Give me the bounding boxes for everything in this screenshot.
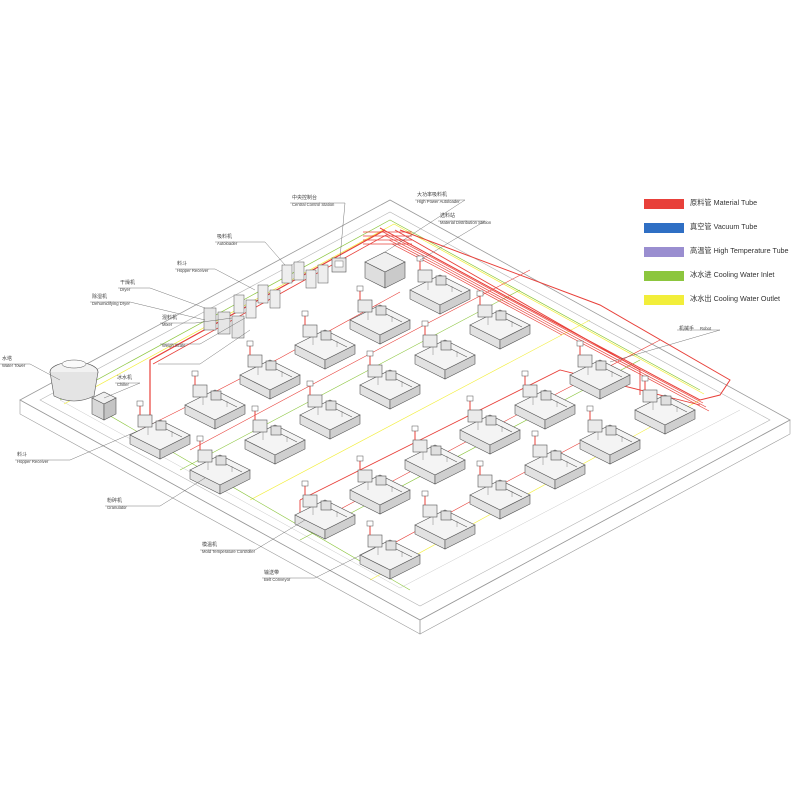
legend-swatch xyxy=(644,247,684,257)
chiller-unit xyxy=(91,391,117,421)
imm-unit xyxy=(414,490,476,550)
central-control-label-zh: 中央控制台 xyxy=(292,194,317,201)
imm-unit xyxy=(634,375,696,435)
leader-lines xyxy=(0,199,721,579)
high-power-autoloader-label-zh: 大功率吸料机 xyxy=(417,191,447,198)
dryer-label-zh: 干燥机 xyxy=(120,279,135,286)
legend-swatch xyxy=(644,223,684,233)
mold-temperature-label-en: Mold Temperature Controller xyxy=(202,549,256,554)
legend-label-zh: 原料管 xyxy=(690,198,712,207)
injection-molding-machines xyxy=(129,255,696,580)
water-tower-label-zh: 水塔 xyxy=(2,355,12,362)
legend-label-en: Material Tube xyxy=(713,198,758,207)
autoloader-label-zh: 吸料机 xyxy=(217,233,232,240)
imm-unit xyxy=(469,290,531,350)
legend-label-zh: 高温管 xyxy=(690,246,712,255)
imm-unit xyxy=(359,350,421,410)
legend-label-en: Vacuum Tube xyxy=(713,222,758,231)
material-distribution-label-zh: 选料站 xyxy=(440,212,455,219)
equipment-labels: 中央控制台 Central Control Station 大功率吸料机 Hig… xyxy=(2,191,712,582)
imm-unit xyxy=(294,480,356,540)
legend-item: 真空管 Vacuum Tube xyxy=(644,220,800,238)
legend-label-zh: 冰水进 xyxy=(690,270,712,279)
hopper-receiver-top-label-zh: 料斗 xyxy=(177,260,187,267)
central-control-label-en: Central Control Station xyxy=(292,202,335,207)
weight-scale-label-en: Weigh Scale xyxy=(162,343,186,348)
imm-unit xyxy=(189,435,251,495)
pipe-legend: 原料管 Material Tube 真空管 Vacuum Tube 高温管 Hi… xyxy=(644,196,800,316)
autoloader-rack xyxy=(233,261,329,319)
chiller-label-zh: 冰水机 xyxy=(117,374,132,381)
chiller-label-en: Chiller xyxy=(117,382,129,387)
imm-unit xyxy=(524,430,586,490)
dehumidifying-dryer-label-zh: 除湿机 xyxy=(92,293,107,300)
autoloader-label-en: Autoloader xyxy=(217,241,238,246)
legend-swatch xyxy=(644,271,684,281)
high-power-autoloader-label-en: High Power Autoloader xyxy=(417,199,460,204)
water-tower-label-en: Water Tower xyxy=(2,363,26,368)
robot-label-zh: 机械手 xyxy=(679,325,694,332)
imm-unit xyxy=(294,310,356,370)
imm-unit xyxy=(349,285,411,345)
imm-unit xyxy=(409,255,471,315)
legend-label-zh: 真空管 xyxy=(690,222,712,231)
robot-label-en: Robot xyxy=(700,326,712,331)
imm-unit xyxy=(299,380,361,440)
mold-temperature-label-zh: 模温机 xyxy=(202,541,217,548)
legend-label-en: High Temperature Tube xyxy=(713,246,789,255)
imm-unit xyxy=(244,405,306,465)
legend-label-en: Cooling Water Inlet xyxy=(713,270,775,279)
legend-label-zh: 冰水出 xyxy=(690,294,712,303)
imm-unit xyxy=(404,425,466,485)
water-tower xyxy=(49,359,99,402)
belt-conveyor-label-en: Belt Conveyor xyxy=(264,577,291,582)
mixer-label-zh: 混料机 xyxy=(162,314,177,321)
imm-unit xyxy=(184,370,246,430)
mixer-label-en: Mixer xyxy=(162,322,173,327)
central-control-station xyxy=(331,257,347,273)
legend-label-en: Cooling Water Outlet xyxy=(713,294,781,303)
imm-unit xyxy=(514,370,576,430)
imm-unit xyxy=(579,405,641,465)
granulator-label-zh: 粉碎机 xyxy=(107,497,122,504)
imm-unit xyxy=(349,455,411,515)
imm-unit xyxy=(469,460,531,520)
hopper-receiver-label-en: Hopper Receiver xyxy=(17,459,49,464)
legend-item: 高温管 High Temperature Tube xyxy=(644,244,800,262)
granulator-label-en: Granulator xyxy=(107,505,127,510)
legend-swatch xyxy=(644,295,684,305)
material-distribution-label-en: Material Distribution Station xyxy=(440,220,492,225)
legend-item: 冰水出 Cooling Water Outlet xyxy=(644,292,800,310)
dehumidifying-dryer-label-en: Dehumidifying Dryer xyxy=(92,301,131,306)
floor xyxy=(19,199,791,635)
high-power-autoloader xyxy=(364,251,406,289)
legend-item: 原料管 Material Tube xyxy=(644,196,800,214)
legend-swatch xyxy=(644,199,684,209)
dryer-label-en: Dryer xyxy=(120,287,131,292)
central-equipment xyxy=(49,251,406,421)
hopper-receiver-top-label-en: Hopper Receiver xyxy=(177,268,209,273)
hopper-receiver-label-zh: 料斗 xyxy=(17,451,27,458)
imm-unit xyxy=(239,340,301,400)
legend-item: 冰水进 Cooling Water Inlet xyxy=(644,268,800,286)
imm-unit xyxy=(359,520,421,580)
belt-conveyor-label-zh: 输送带 xyxy=(264,569,279,576)
